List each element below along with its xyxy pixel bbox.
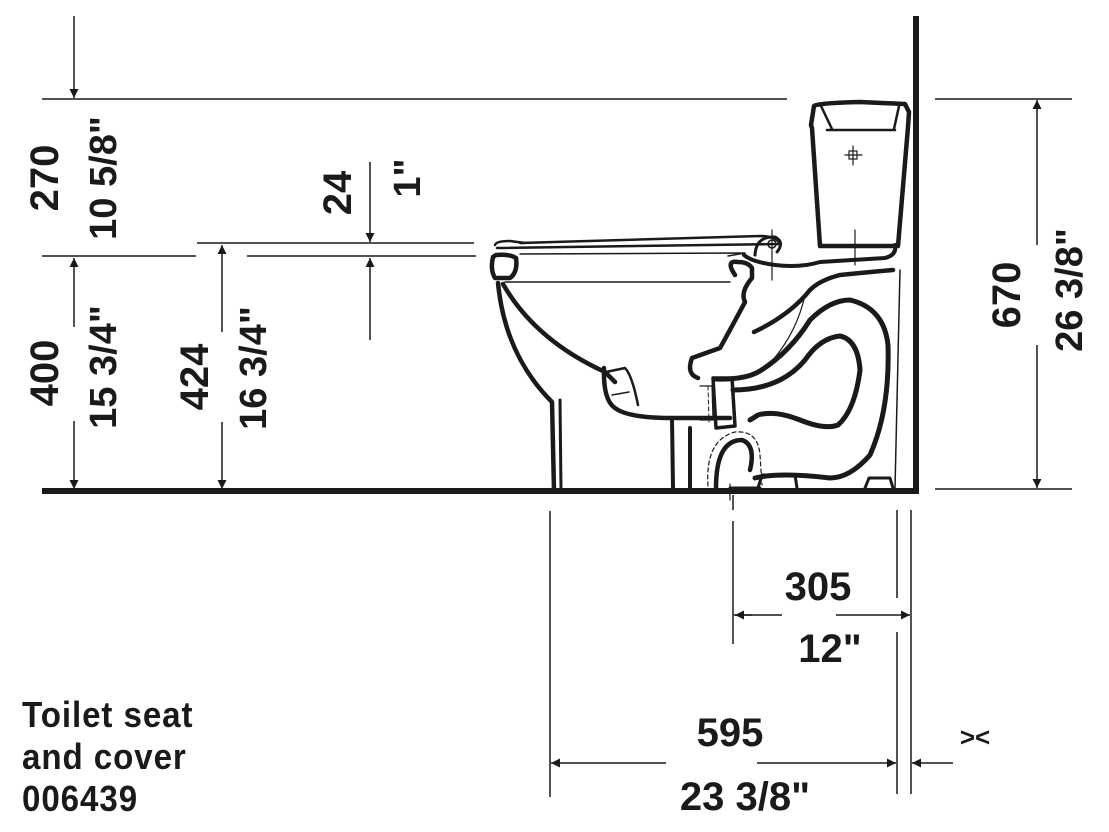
dim-400-mm: 400 [23,340,67,407]
note-line-2: and cover [22,736,187,777]
seat-cover-note: Toilet seat and cover 006439 [22,694,193,820]
dim-670-mm: 670 [985,262,1029,329]
dim-24-in: 1" [387,158,429,197]
toilet-outline [489,99,912,501]
dim-670-in: 26 3/8" [1049,228,1091,352]
dim-24-mm: 24 [316,170,360,215]
dim-305-mm: 305 [785,565,852,609]
dim-424-in: 16 3/4" [233,306,275,430]
dim-270-in: 10 5/8" [83,116,125,240]
dimension-labels: 270 10 5/8" 24 1" 400 15 3/4" 424 16 3/4… [23,116,1091,819]
dimension-arrows [69,16,1042,768]
wall-gap-symbol: >< [960,722,990,752]
dim-305-in: 12" [798,627,861,671]
dim-400-in: 15 3/4" [83,305,125,429]
dim-595-in: 23 3/8" [680,775,810,819]
dim-595-mm: 595 [697,711,764,755]
dim-424-mm: 424 [173,343,217,410]
note-line-3: 006439 [22,778,139,819]
dim-270-mm: 270 [23,145,67,212]
extension-lines [42,98,1072,797]
note-line-1: Toilet seat [22,694,194,735]
